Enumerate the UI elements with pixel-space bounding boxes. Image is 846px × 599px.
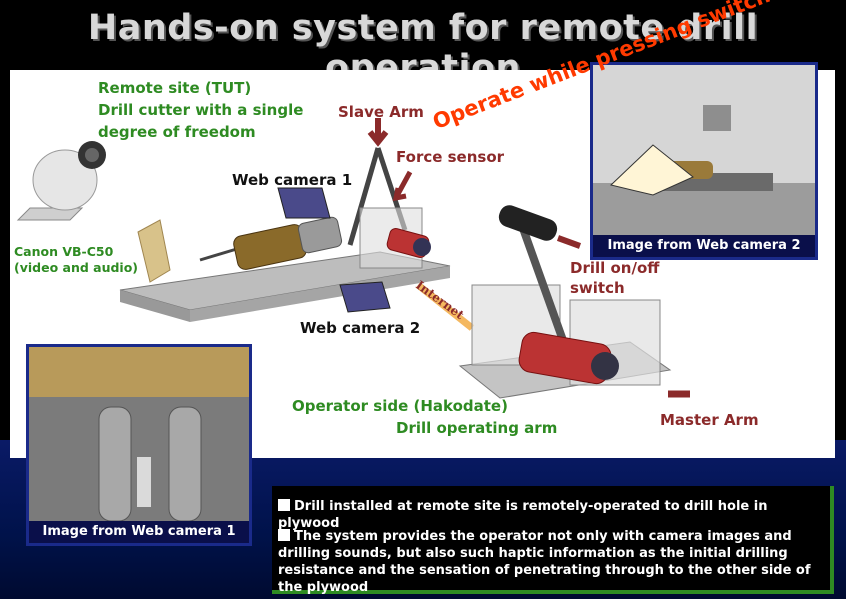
- internet-arrow: [415, 282, 475, 331]
- master-arm-label: Master Arm: [660, 411, 759, 429]
- canon-camera-icon: [16, 141, 106, 221]
- canon-label-line2: (video and audio): [14, 260, 139, 275]
- description-box: Drill installed at remote site is remote…: [272, 486, 834, 596]
- plywood-board: [137, 219, 171, 283]
- operator-side-label: Operator side (Hakodate): [292, 397, 508, 415]
- bullet-2: The system provides the operator not onl…: [278, 528, 824, 596]
- drill-cutter: [199, 216, 343, 270]
- apparatus-illustration: [16, 118, 690, 399]
- drill-switch: [498, 205, 558, 241]
- drill-cutter-label-line1: Drill cutter with a single: [98, 101, 304, 119]
- web-camera-2-caption: Image from Web camera 2: [593, 235, 815, 257]
- bullet-1: Drill installed at remote site is remote…: [278, 498, 828, 532]
- web-camera-2-label: Web camera 2: [300, 319, 421, 337]
- bullet-2-text: The system provides the operator not onl…: [278, 529, 811, 595]
- web-camera-2-image: Image from Web camera 2: [590, 62, 818, 260]
- web-camera-1-image: Image from Web camera 1: [26, 344, 252, 546]
- slave-arm-label: Slave Arm: [338, 103, 424, 121]
- remote-site-label: Remote site (TUT): [98, 79, 252, 97]
- web-camera-2-icon: [339, 281, 391, 313]
- drill-cutter-label-line2: degree of freedom: [98, 123, 256, 141]
- drill-arm-label: Drill operating arm: [396, 419, 558, 437]
- drill-switch-label-line2: switch: [570, 279, 625, 297]
- web-camera-1-icon: [277, 187, 331, 219]
- page-title: Hands-on system for remote drill operati…: [87, 8, 759, 88]
- bullet-1-text: Drill installed at remote site is remote…: [278, 499, 768, 531]
- canon-label-line1: Canon VB-C50: [14, 244, 114, 259]
- web-camera-1-label: Web camera 1: [232, 171, 353, 189]
- force-sensor-label: Force sensor: [396, 148, 505, 166]
- drill-switch-label-line1: Drill on/off: [570, 259, 660, 277]
- web-camera-1-caption: Image from Web camera 1: [29, 521, 249, 543]
